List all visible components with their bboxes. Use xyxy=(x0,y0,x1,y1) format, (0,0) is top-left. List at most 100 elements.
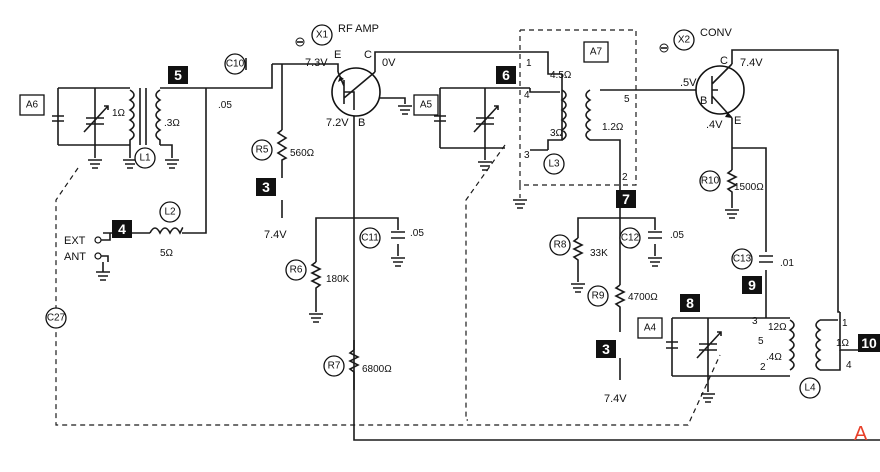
label-c13: C13 xyxy=(731,248,753,270)
svg-text:C11: C11 xyxy=(361,233,379,244)
svg-text:L2: L2 xyxy=(164,207,176,218)
x2-b-pin: B xyxy=(700,95,707,107)
test-point-10: 10 xyxy=(858,334,880,352)
transistor-x1 xyxy=(331,67,381,117)
l4-t2: 2 xyxy=(760,362,766,373)
r10-value: 1500Ω xyxy=(734,182,764,193)
polarity-marks xyxy=(295,37,669,53)
coil-symbols xyxy=(128,88,841,371)
c11-value: .05 xyxy=(410,228,424,239)
ant-label: ANT xyxy=(64,251,86,263)
label-l1: L1 xyxy=(134,147,156,169)
svg-text:C10: C10 xyxy=(226,59,245,70)
test-point-9: 9 xyxy=(742,276,762,294)
l1-r2: .3Ω xyxy=(164,118,180,129)
capacitor-symbols xyxy=(52,58,773,359)
x2-name: CONV xyxy=(700,27,732,39)
svg-text:6: 6 xyxy=(502,67,510,83)
label-c10: C10 xyxy=(224,53,246,75)
label-r7: R7 xyxy=(323,355,345,377)
r9-value: 4700Ω xyxy=(628,292,658,303)
svg-text:8: 8 xyxy=(686,295,694,311)
c12-value: .05 xyxy=(670,230,684,241)
x1-ve: 7.3V xyxy=(305,57,328,69)
label-r10: R10 xyxy=(699,170,721,192)
svg-text:R9: R9 xyxy=(592,291,605,302)
test-point-3b: 3 xyxy=(596,340,616,358)
test-point-6: 6 xyxy=(496,66,516,84)
r6-value: 180K xyxy=(326,274,350,285)
label-r5: R5 xyxy=(251,139,273,161)
label-c11: C11 xyxy=(359,227,381,249)
svg-text:A6: A6 xyxy=(26,100,39,111)
r5-value: 560Ω xyxy=(290,148,315,159)
test-point-7: 7 xyxy=(616,190,636,208)
l3-r3: 1.2Ω xyxy=(602,122,624,133)
l3-t1: 1 xyxy=(526,58,532,69)
svg-text:4: 4 xyxy=(118,221,126,237)
l1-r1: 1Ω xyxy=(112,108,126,119)
svg-text:C27: C27 xyxy=(47,313,66,324)
x2-vc: 7.4V xyxy=(740,57,763,69)
x2-e-pin: E xyxy=(734,115,741,127)
svg-text:C13: C13 xyxy=(733,254,752,265)
dashed-links xyxy=(55,29,721,426)
svg-text:R10: R10 xyxy=(701,176,720,187)
l3-t5: 5 xyxy=(624,94,630,105)
svg-text:A4: A4 xyxy=(644,323,657,334)
svg-text:X1: X1 xyxy=(316,30,329,41)
x1-vc: 0V xyxy=(382,57,396,69)
l4-t1: 1 xyxy=(842,318,848,329)
r7-value: 6800Ω xyxy=(362,364,392,375)
l3-t4: 4 xyxy=(524,90,530,101)
c10-value: .05 xyxy=(218,100,232,111)
wiring xyxy=(57,49,880,441)
svg-text:X2: X2 xyxy=(678,35,691,46)
svg-text:5: 5 xyxy=(174,67,182,83)
svg-text:9: 9 xyxy=(748,277,756,293)
svg-text:L1: L1 xyxy=(139,153,151,164)
corner-letter: A xyxy=(854,423,868,445)
ext-label: EXT xyxy=(64,235,86,247)
l4-r3: 1Ω xyxy=(836,338,850,349)
svg-text:R5: R5 xyxy=(256,145,269,156)
l3-r1: 4.5Ω xyxy=(550,70,572,81)
x2-c-pin: C xyxy=(720,55,728,67)
label-l2: L2 xyxy=(159,201,181,223)
label-x1: X1 xyxy=(311,24,333,46)
l4-r2: .4Ω xyxy=(766,352,782,363)
box-a5: A5 xyxy=(413,94,439,116)
test-point-4: 4 xyxy=(112,220,132,238)
l3-t3: 3 xyxy=(524,150,530,161)
x1-c-pin: C xyxy=(364,49,372,61)
l3-t2: 2 xyxy=(622,172,628,183)
svg-text:7: 7 xyxy=(622,191,630,207)
test-point-8: 8 xyxy=(680,294,700,312)
label-c12: C12 xyxy=(619,227,641,249)
x2-vb: .5V xyxy=(680,77,697,89)
svg-text:A5: A5 xyxy=(420,100,433,111)
label-r8: R8 xyxy=(549,234,571,256)
x2-ve: .4V xyxy=(706,119,723,131)
svg-text:3: 3 xyxy=(262,179,270,195)
svg-text:C12: C12 xyxy=(621,233,640,244)
svg-text:10: 10 xyxy=(861,335,877,351)
test-point-3a: 3 xyxy=(256,178,276,196)
antenna-terminals xyxy=(94,233,111,262)
transistor-x2 xyxy=(695,63,745,119)
l2-r: 5Ω xyxy=(160,248,174,259)
c13-value: .01 xyxy=(780,258,794,269)
l4-t3: 3 xyxy=(752,316,758,327)
box-a7: A7 xyxy=(583,41,609,63)
svg-text:R7: R7 xyxy=(328,361,341,372)
x1-name: RF AMP xyxy=(338,23,379,35)
svg-text:R8: R8 xyxy=(554,240,567,251)
label-x2: X2 xyxy=(673,29,695,51)
label-l4: L4 xyxy=(799,377,821,399)
label-r9: R9 xyxy=(587,285,609,307)
resistor-symbols xyxy=(276,129,738,376)
x1-vb: 7.2V xyxy=(326,117,349,129)
box-a4: A4 xyxy=(637,317,663,339)
l4-t5: 5 xyxy=(758,336,764,347)
